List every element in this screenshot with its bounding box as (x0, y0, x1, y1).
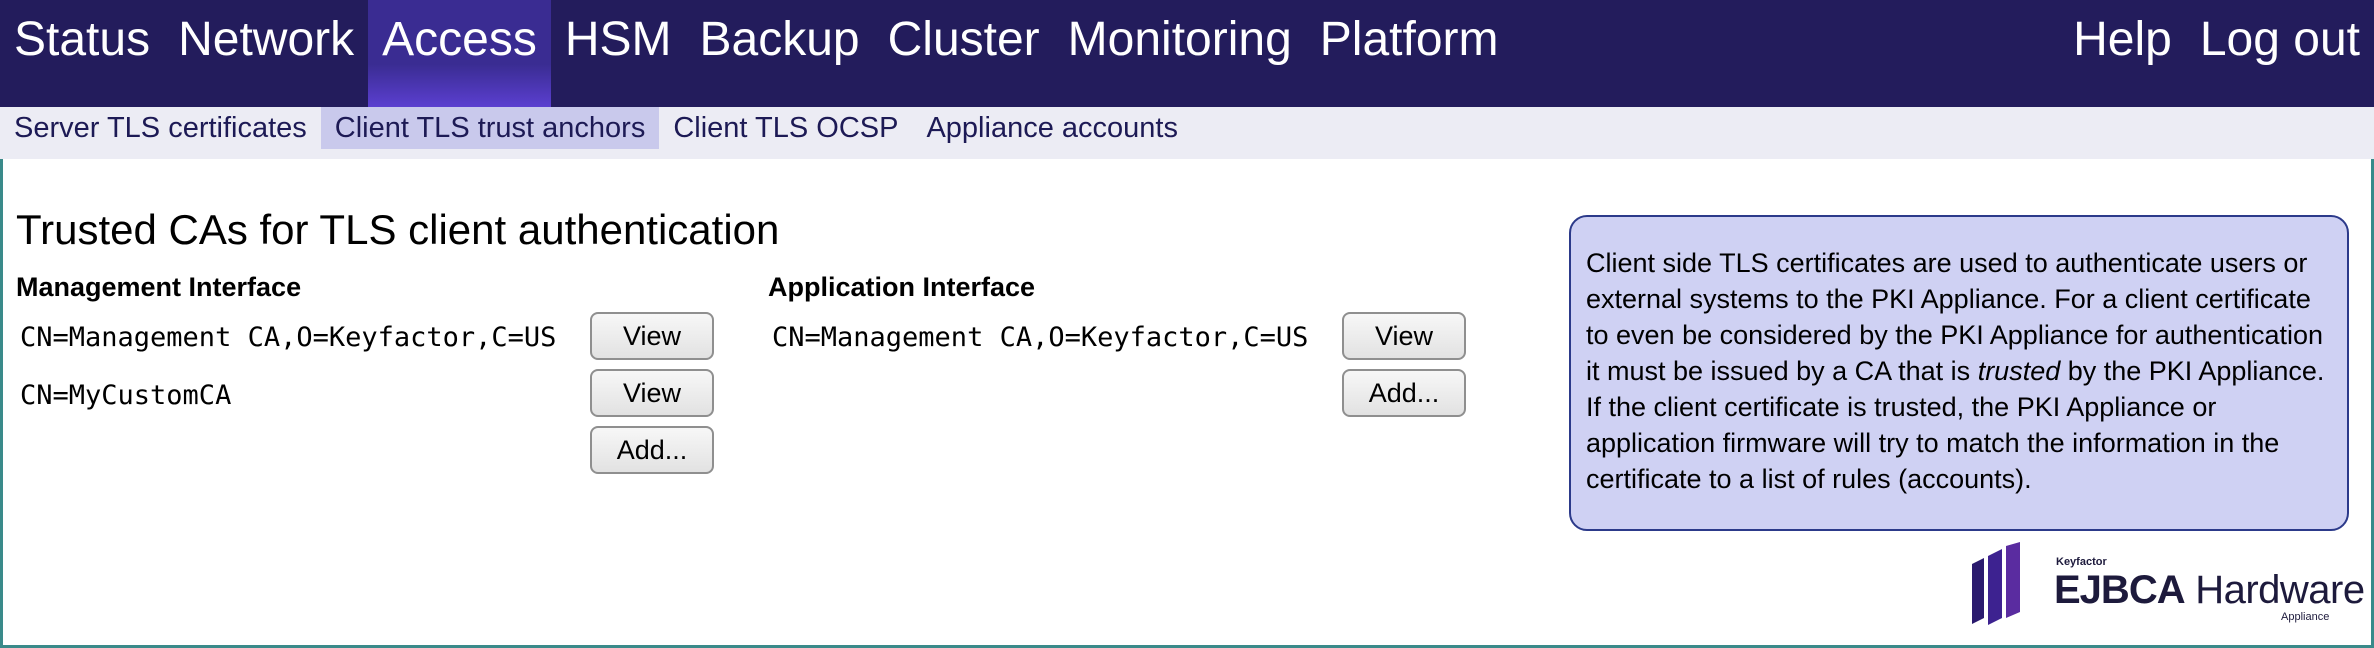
tab-client-tls-trust-anchors[interactable]: Client TLS trust anchors (320, 107, 660, 149)
management-ca-name: CN=MyCustomCA (20, 380, 232, 411)
user-menu: Help Log out (2059, 0, 2374, 107)
logo-product: EJBCA Hardware (2054, 568, 2365, 613)
info-text-end: by the PKI Appliance. If the client cert… (1586, 356, 2325, 494)
logo-product-bold: EJBCA (2054, 568, 2186, 612)
ejbca-logo-mark-icon (1972, 542, 2020, 625)
tab-appliance-accounts[interactable]: Appliance accounts (926, 111, 1178, 144)
nav-access[interactable]: Access (368, 0, 551, 107)
info-text-start: Client side TLS certificates are used to… (1586, 248, 2324, 386)
main-menu: Status Network Access HSM Backup Cluster… (0, 0, 1513, 107)
nav-hsm[interactable]: HSM (564, 13, 672, 66)
ejbca-logo: Keyfactor EJBCA Hardware Appliance (1970, 540, 2365, 630)
info-box: Client side TLS certificates are used to… (1569, 215, 2349, 531)
management-add-button[interactable]: Add... (590, 426, 714, 474)
tab-server-tls-certificates[interactable]: Server TLS certificates (14, 111, 307, 144)
sub-navigation: Server TLS certificates Client TLS trust… (0, 107, 2374, 159)
management-ca-name: CN=Management CA,O=Keyfactor,C=US (20, 322, 557, 353)
management-ca-1-view-button[interactable]: View (590, 312, 714, 360)
nav-platform[interactable]: Platform (1319, 13, 1499, 66)
nav-monitoring[interactable]: Monitoring (1067, 13, 1292, 66)
nav-log-out[interactable]: Log out (2199, 13, 2360, 66)
nav-backup[interactable]: Backup (699, 13, 860, 66)
application-ca-1-view-button[interactable]: View (1342, 312, 1466, 360)
logo-company: Keyfactor (2056, 556, 2107, 568)
page-title: Trusted CAs for TLS client authenticatio… (16, 206, 780, 253)
logo-product-rest: Hardware (2184, 568, 2365, 612)
management-ca-2-view-button[interactable]: View (590, 369, 714, 417)
info-text-emphasis: trusted (1977, 356, 2061, 386)
nav-status[interactable]: Status (14, 13, 151, 66)
tab-client-tls-ocsp[interactable]: Client TLS OCSP (673, 111, 899, 144)
logo-subtitle: Appliance (2281, 611, 2330, 623)
application-interface-heading: Application Interface (768, 272, 1036, 302)
nav-help[interactable]: Help (2073, 13, 2172, 66)
nav-cluster[interactable]: Cluster (887, 13, 1040, 66)
application-ca-name: CN=Management CA,O=Keyfactor,C=US (772, 322, 1309, 353)
management-interface-heading: Management Interface (16, 272, 302, 302)
application-add-button[interactable]: Add... (1342, 369, 1466, 417)
top-navigation: Status Network Access HSM Backup Cluster… (0, 0, 2374, 107)
nav-network[interactable]: Network (178, 13, 355, 66)
